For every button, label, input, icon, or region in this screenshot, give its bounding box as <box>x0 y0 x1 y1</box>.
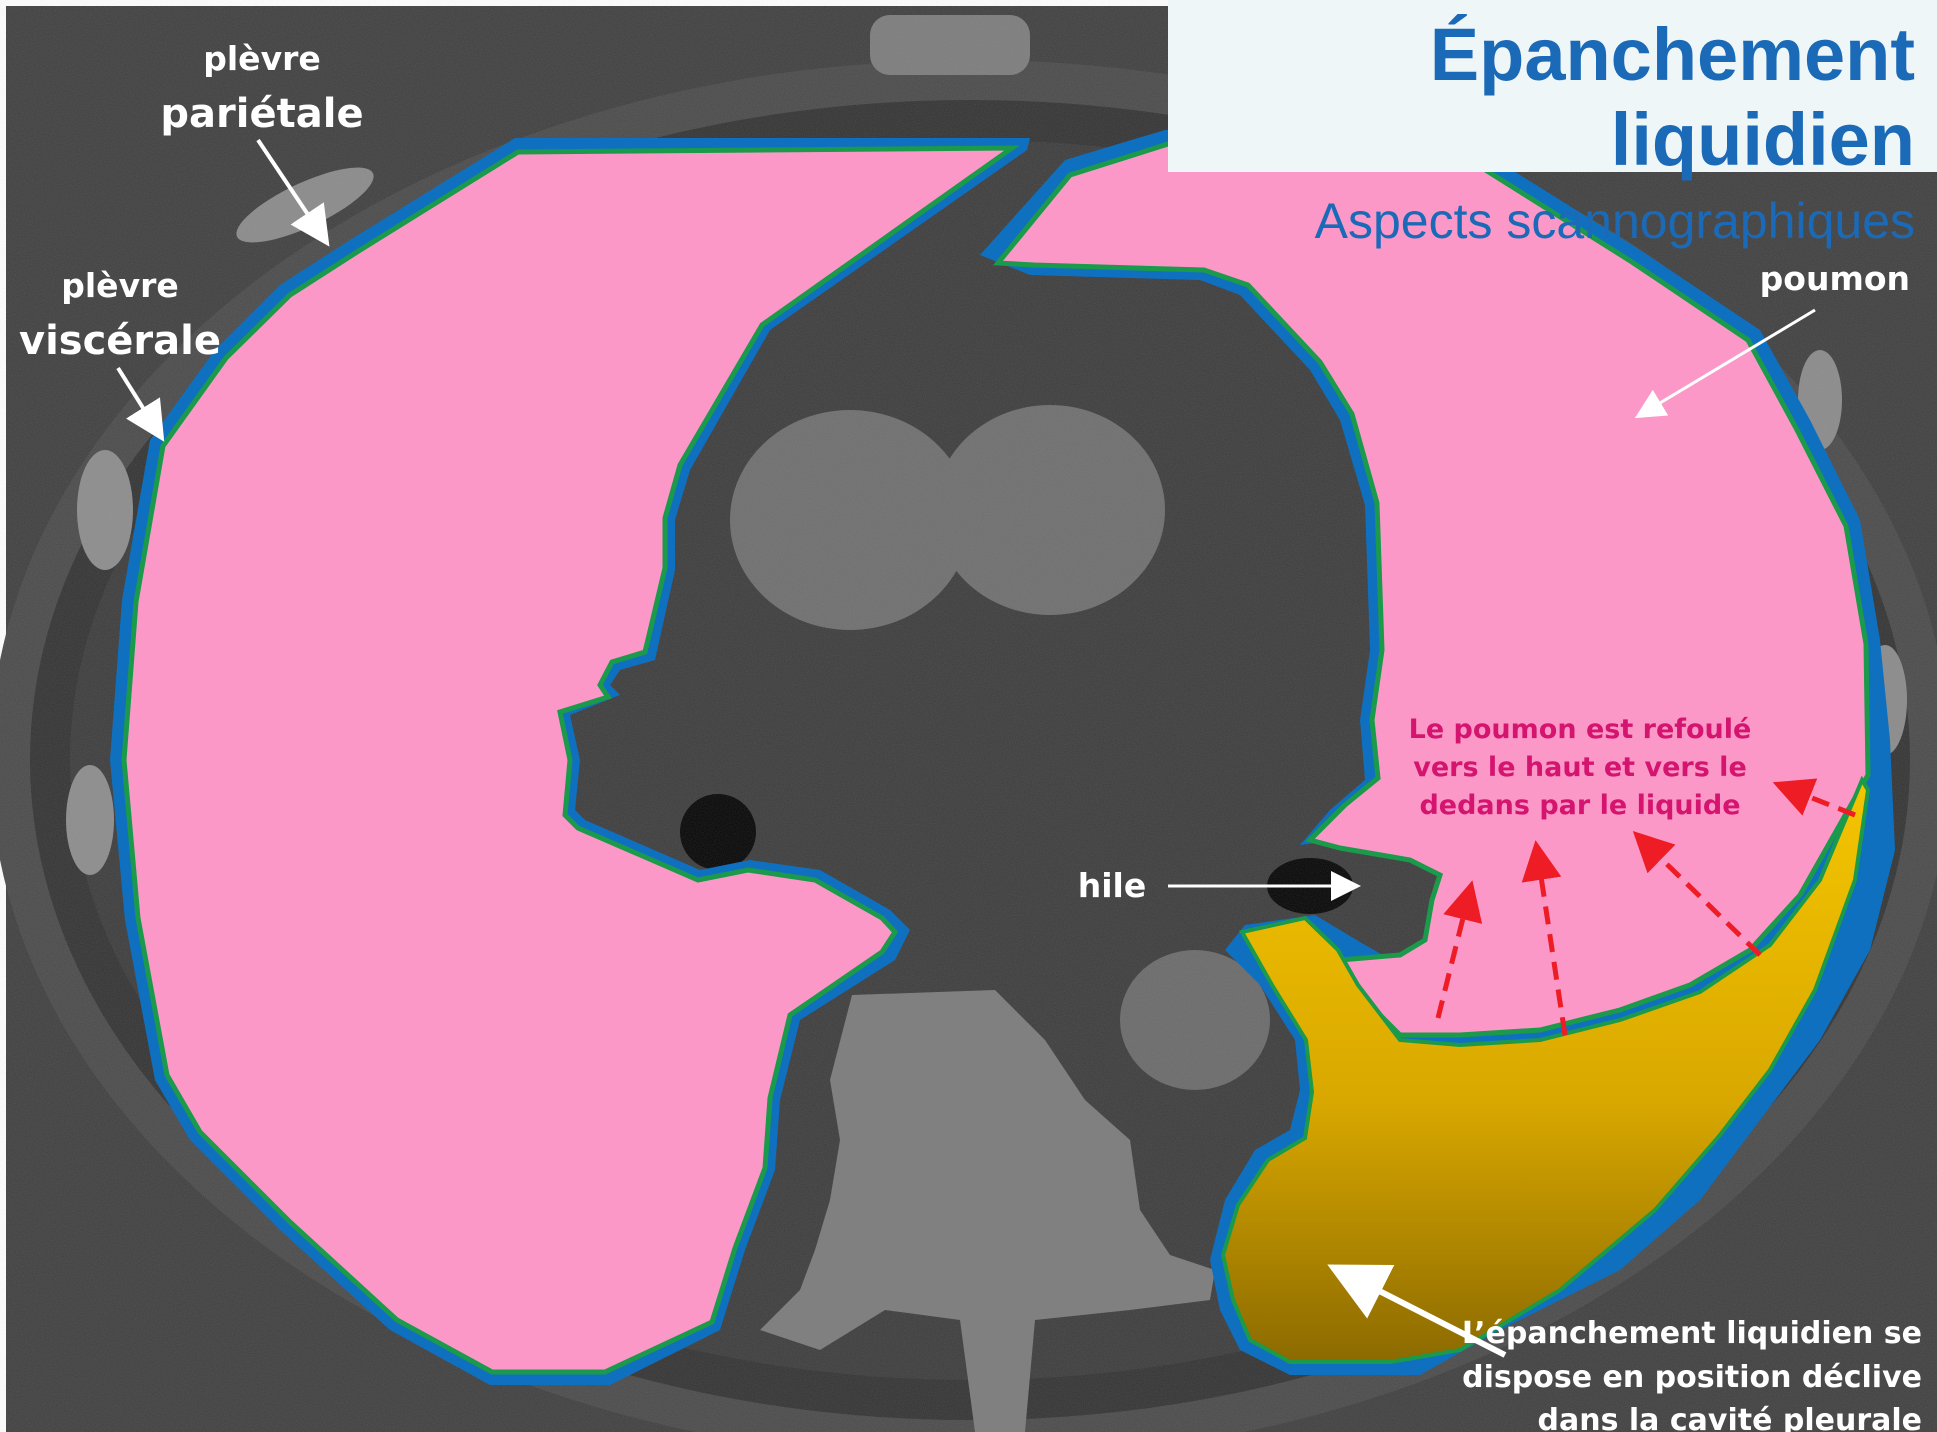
label-plevre-parietale-line2: pariétale <box>160 91 363 137</box>
label-plevre-viscerale-line2: viscérale <box>19 318 221 364</box>
caption-declive-line1: L’épanchement liquidien se <box>1462 1316 1922 1351</box>
label-hile-text: hile <box>1078 866 1147 905</box>
caption-declive-line3: dans la cavité pleurale <box>1538 1403 1922 1432</box>
label-plevre-parietale-line1: plèvre <box>203 39 320 78</box>
note-refoule-line3: dedans par le liquide <box>1419 790 1740 821</box>
caption-declive-line2: dispose en position déclive <box>1462 1360 1922 1395</box>
subtitle: Aspects scannographiques <box>1315 193 1915 249</box>
title-line2: liquidien <box>1611 98 1915 181</box>
title-line1: Épanchement <box>1430 13 1915 96</box>
label-poumon-text: poumon <box>1760 259 1910 298</box>
note-refoule: Le poumon est refoulé vers le haut et ve… <box>1409 714 1752 821</box>
note-refoule-line2: vers le haut et vers le <box>1413 752 1747 783</box>
note-refoule-line1: Le poumon est refoulé <box>1409 714 1752 745</box>
label-plevre-viscerale-line1: plèvre <box>61 266 178 305</box>
